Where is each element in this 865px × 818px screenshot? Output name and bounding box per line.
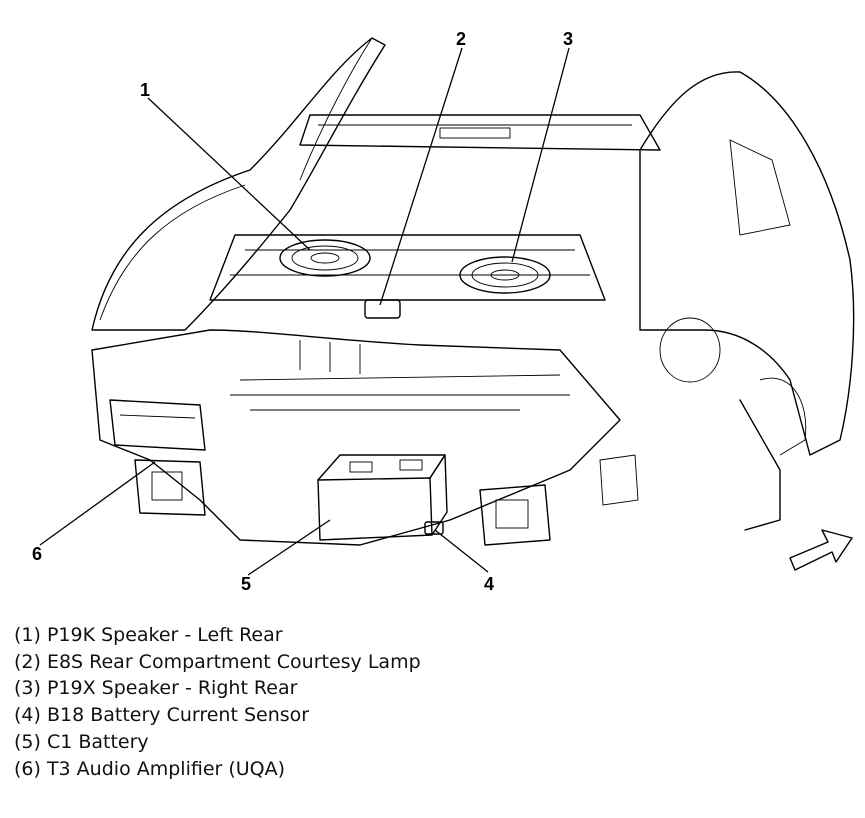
rear-header-panel — [299, 114, 661, 151]
legend-item-4: (4) B18 Battery Current Sensor — [14, 704, 310, 727]
audio-amplifier — [109, 399, 206, 451]
leader-line-3 — [511, 47, 570, 263]
legend-item-5: (5) C1 Battery — [14, 730, 149, 753]
legend-item-1: (1) P19K Speaker - Left Rear — [14, 624, 283, 646]
legend-item-3: (3) P19X Speaker - Right Rear — [14, 677, 298, 700]
callout-4: 4 — [484, 574, 494, 594]
battery-current-sensor — [424, 521, 444, 535]
legend-item-6: (6) T3 Audio Amplifier (UQA) — [14, 757, 286, 780]
leader-line-6 — [39, 461, 156, 546]
rear-compartment — [91, 329, 621, 546]
courtesy-lamp — [364, 299, 401, 319]
left-bracket — [134, 459, 206, 516]
leader-line-2 — [379, 47, 463, 306]
forward-direction-arrow — [789, 529, 853, 571]
right-bracket — [479, 454, 639, 546]
callout-2: 2 — [456, 29, 466, 49]
legend-item-2: (2) E8S Rear Compartment Courtesy Lamp — [14, 650, 421, 673]
vehicle-rear-diagram: 1 2 3 4 5 6 — [32, 29, 855, 594]
callout-6: 6 — [32, 544, 42, 564]
battery — [317, 454, 448, 541]
right-speaker — [459, 256, 551, 294]
component-legend: (1) P19K Speaker - Left Rear (2) E8S Rea… — [14, 622, 421, 782]
left-quarter-panel — [91, 37, 386, 331]
callout-1: 1 — [140, 80, 150, 100]
right-quarter-panel — [639, 71, 855, 531]
callout-3: 3 — [563, 29, 573, 49]
callout-5: 5 — [241, 574, 251, 594]
left-speaker — [279, 239, 371, 277]
leader-line-5 — [247, 519, 331, 576]
leader-line-4 — [434, 529, 489, 573]
leader-line-1 — [147, 97, 311, 251]
